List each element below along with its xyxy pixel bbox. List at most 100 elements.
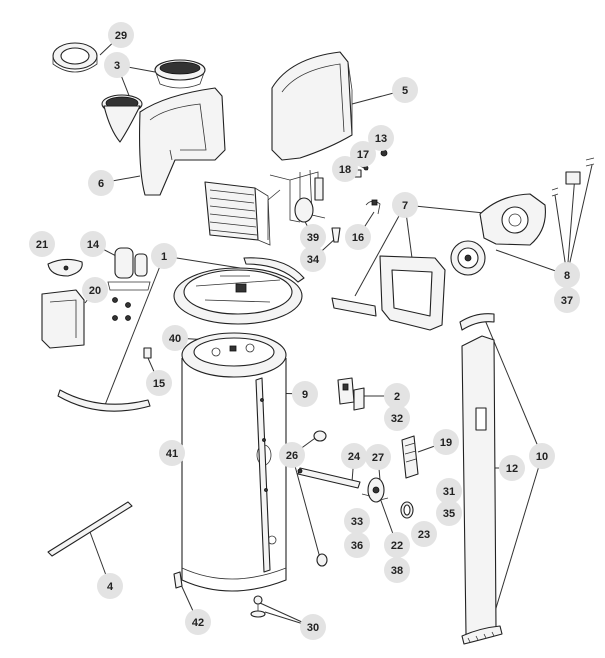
callout-disc	[88, 170, 114, 196]
callout-number: 29	[115, 30, 127, 42]
callout-33: 33	[344, 508, 370, 534]
callout-number: 9	[302, 389, 308, 401]
callout-disc	[365, 444, 391, 470]
part-37-clips	[551, 157, 595, 197]
part-10-panel-cap-bottom	[461, 625, 503, 645]
callout-disc	[97, 573, 123, 599]
callout-disc	[392, 77, 418, 103]
part-20-control-box	[41, 289, 85, 349]
callout-number: 5	[402, 85, 408, 97]
callout-number: 3	[114, 60, 120, 72]
callout-number: 4	[107, 581, 114, 593]
callout-21: 21	[29, 231, 55, 257]
part-7-fan-housing	[479, 193, 546, 246]
callout-disc	[108, 22, 134, 48]
callout-29: 29	[108, 22, 134, 48]
callout-disc	[82, 277, 108, 303]
callout-number: 18	[339, 164, 351, 176]
callout-disc	[344, 532, 370, 558]
part-6-air-duct-housing	[139, 87, 226, 196]
callout-disc	[341, 443, 367, 469]
callout-16: 16	[345, 224, 371, 250]
callout-disc	[384, 557, 410, 583]
callout-number: 10	[536, 451, 548, 463]
callout-22: 22	[384, 532, 410, 558]
callout-number: 12	[506, 463, 518, 475]
part-3-grille-upper	[154, 59, 206, 89]
callout-14: 14	[80, 231, 106, 257]
callout-number: 33	[351, 516, 363, 528]
callout-42: 42	[185, 609, 211, 635]
callout-number: 17	[357, 149, 369, 161]
callout-disc	[332, 156, 358, 182]
part-14-compressor	[107, 247, 151, 321]
callout-1: 1	[151, 243, 177, 269]
part-15-fitting	[143, 347, 152, 359]
part-16-connector	[365, 199, 381, 215]
callout-number: 20	[89, 285, 101, 297]
callout-number: 39	[307, 232, 319, 244]
callout-disc	[384, 405, 410, 431]
part-evaporator-coil	[204, 181, 271, 246]
callout-20: 20	[82, 277, 108, 303]
part-42-drain-clip	[173, 571, 183, 589]
callout-36: 36	[344, 532, 370, 558]
callout-7: 7	[392, 192, 418, 218]
callout-18: 18	[332, 156, 358, 182]
part-23-gasket	[400, 501, 414, 519]
callout-disc	[344, 508, 370, 534]
callout-32: 32	[384, 405, 410, 431]
callout-disc	[104, 52, 130, 78]
part-27-flange	[361, 477, 389, 503]
callout-24: 24	[341, 443, 367, 469]
callout-disc	[185, 609, 211, 635]
callout-disc	[300, 224, 326, 250]
callout-disc	[146, 370, 172, 396]
part-41-tank	[181, 332, 287, 592]
callout-number: 38	[391, 565, 403, 577]
callout-39: 39	[300, 224, 326, 250]
callout-30: 30	[300, 614, 326, 640]
callout-26: 26	[279, 442, 305, 468]
callout-8: 8	[554, 262, 580, 288]
callout-35: 35	[436, 500, 462, 526]
part-24-heating-element	[297, 467, 361, 489]
part-5-top-cover	[271, 51, 353, 161]
part-7-bracket	[331, 297, 377, 317]
callout-number: 22	[391, 540, 403, 552]
part-4-anode-rod	[47, 501, 133, 557]
callout-31: 31	[436, 478, 462, 504]
part-10-panel-cap-top	[459, 313, 495, 331]
callout-number: 8	[564, 270, 570, 282]
part-21-bracket-plate	[47, 258, 83, 277]
callout-disc	[554, 262, 580, 288]
part-1-seal-arc	[57, 257, 305, 412]
callout-disc	[384, 532, 410, 558]
callout-disc	[411, 521, 437, 547]
part-3-grille-lower	[101, 94, 143, 143]
callout-disc	[554, 287, 580, 313]
callout-disc	[529, 443, 555, 469]
callout-23: 23	[411, 521, 437, 547]
callout-disc	[392, 192, 418, 218]
callout-disc	[350, 141, 376, 167]
callout-disc	[436, 478, 462, 504]
part-39-filter	[331, 227, 341, 243]
callout-number: 1	[161, 251, 167, 263]
callout-disc	[279, 442, 305, 468]
callout-disc	[433, 429, 459, 455]
callout-number: 2	[394, 391, 400, 403]
callout-number: 35	[443, 508, 455, 520]
callout-number: 31	[443, 486, 455, 498]
callout-41: 41	[159, 440, 185, 466]
part-2-thermostat	[337, 377, 355, 405]
part-8-fan-wheel	[450, 240, 486, 276]
callout-disc	[499, 455, 525, 481]
callout-number: 6	[98, 178, 104, 190]
callout-disc	[300, 246, 326, 272]
part-32-cover	[353, 387, 365, 411]
callout-38: 38	[384, 557, 410, 583]
callout-2: 2	[384, 383, 410, 409]
